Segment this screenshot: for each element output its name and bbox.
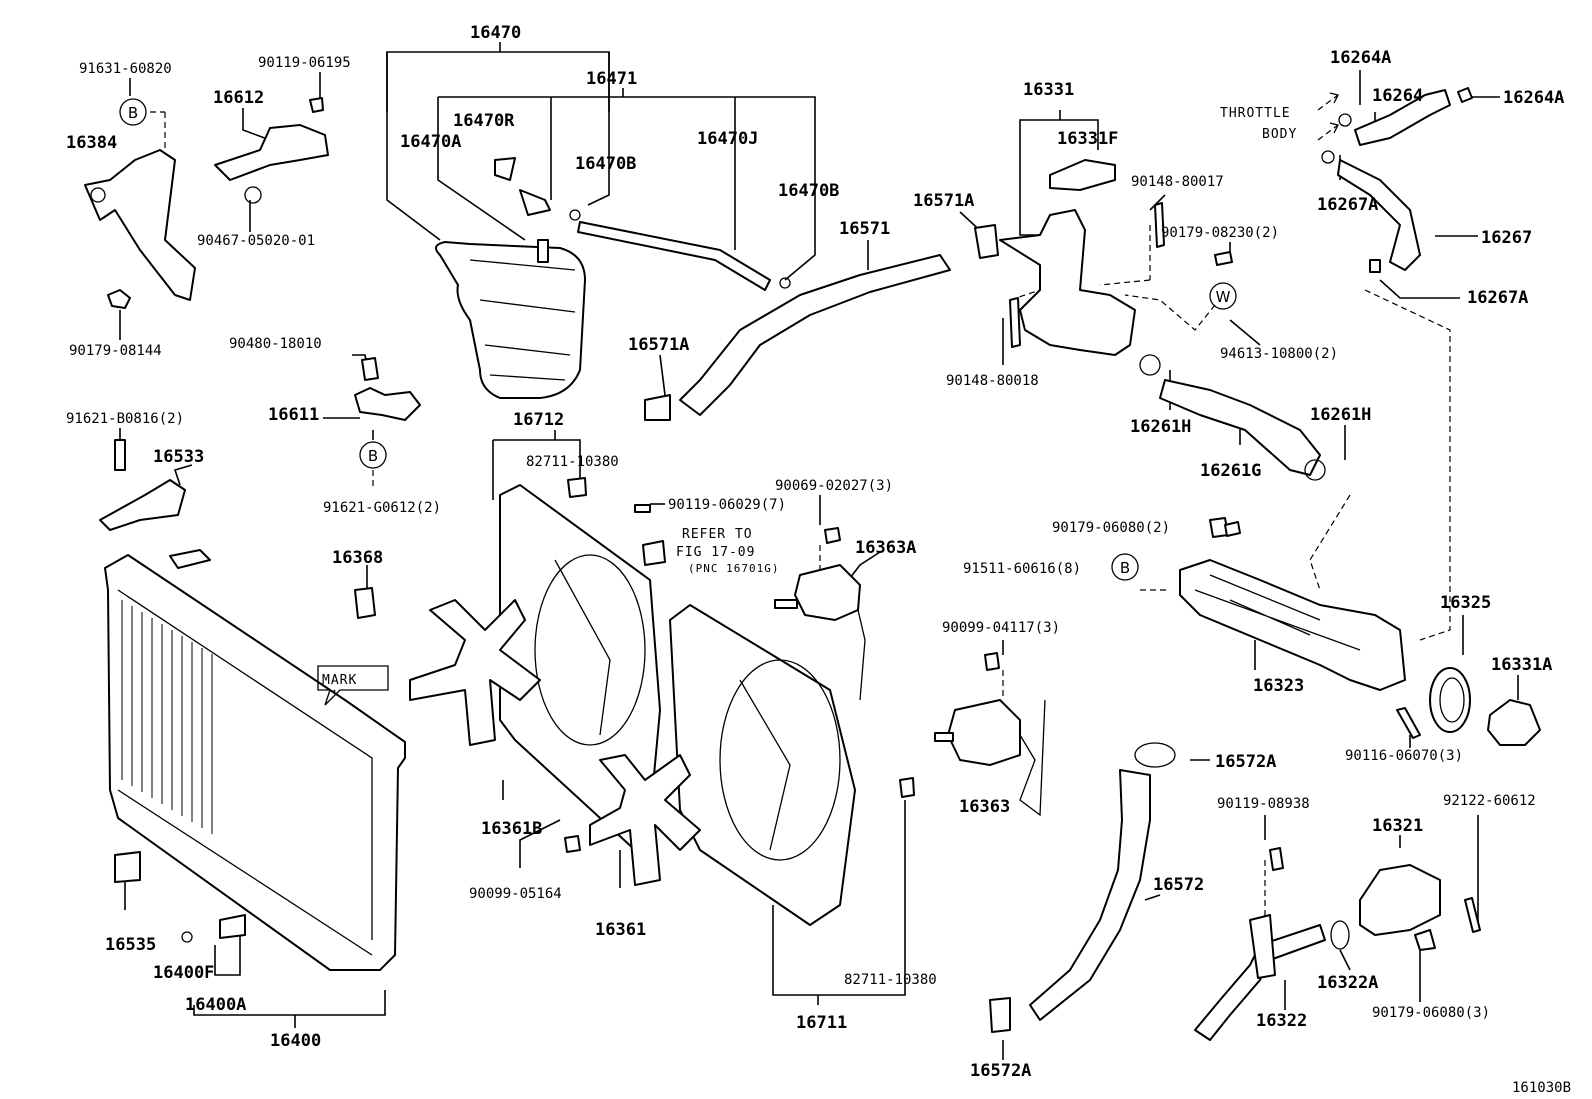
label-16384: 16384: [66, 133, 117, 153]
fan-16361: [589, 754, 701, 886]
label-16470R: 16470R: [453, 111, 515, 131]
label-16321: 16321: [1372, 816, 1423, 836]
label-16470B-1: 16470B: [575, 154, 636, 174]
label-16470A: 16470A: [400, 132, 461, 152]
label-16261H-2: 16261H: [1310, 405, 1371, 425]
water-inlet: [1359, 864, 1441, 936]
label-16323: 16323: [1253, 676, 1304, 696]
label-91511-60616: 91511-60616(8): [963, 561, 1081, 577]
label-16571: 16571: [839, 219, 890, 239]
upper-radiator-bracket: [84, 149, 196, 301]
label-16400: 16400: [270, 1031, 321, 1051]
label-16331A: 16331A: [1491, 655, 1552, 675]
water-bypass-pipe: [1159, 379, 1321, 476]
label-90148-80018: 90148-80018: [946, 373, 1039, 389]
mark-note: MARK: [322, 673, 357, 688]
label-16322A: 16322A: [1317, 973, 1378, 993]
label-16322: 16322: [1256, 1011, 1307, 1031]
label-16470B-2: 16470B: [778, 181, 839, 201]
label-16611: 16611: [268, 405, 319, 425]
label-90148-80017: 90148-80017: [1131, 174, 1224, 190]
label-16572A-1: 16572A: [1215, 752, 1276, 772]
radiator-core: [104, 554, 406, 971]
label-90119-08938: 90119-08938: [1217, 796, 1310, 812]
circle-w: W: [1216, 288, 1231, 306]
parts-artwork: [84, 87, 1541, 1041]
label-16471: 16471: [586, 69, 637, 89]
label-90179-06080-2: 90179-06080(2): [1052, 520, 1170, 536]
refer-note-line2: FIG 17-09: [676, 545, 755, 560]
label-90099-05164: 90099-05164: [469, 886, 562, 902]
label-16261H-1: 16261H: [1130, 417, 1191, 437]
circle-b-right: B: [1120, 559, 1130, 577]
label-90116-06070: 90116-06070(3): [1345, 748, 1463, 764]
label-16267A-2: 16267A: [1467, 288, 1528, 308]
label-16572A-2: 16572A: [970, 1061, 1031, 1081]
label-90179-08230: 90179-08230(2): [1161, 225, 1279, 241]
fan-shroud-lower: [669, 604, 856, 926]
label-16470J: 16470J: [697, 129, 758, 149]
label-16325: 16325: [1440, 593, 1491, 613]
reservoir-tank: [435, 241, 586, 399]
label-91631-60820: 91631-60820: [79, 61, 172, 77]
label-16264A-2: 16264A: [1503, 88, 1564, 108]
label-16571A-left: 16571A: [628, 335, 689, 355]
label-90119-06195: 90119-06195: [258, 55, 351, 71]
label-90179-08144: 90179-08144: [69, 343, 162, 359]
label-90119-06029: 90119-06029(7): [668, 497, 786, 513]
label-16400A: 16400A: [185, 995, 246, 1015]
label-16363A: 16363A: [855, 538, 916, 558]
circle-markers: B B B W: [119, 98, 1237, 581]
label-91621-G0612: 91621-G0612(2): [323, 500, 441, 516]
label-16261G: 16261G: [1200, 461, 1261, 481]
label-90480-18010: 90480-18010: [229, 336, 322, 352]
label-16571A-top: 16571A: [913, 191, 974, 211]
circle-b-left: B: [128, 104, 138, 122]
label-16470: 16470: [470, 23, 521, 43]
label-16400F: 16400F: [153, 963, 214, 983]
label-16264: 16264: [1372, 86, 1423, 106]
label-16712: 16712: [513, 410, 564, 430]
label-16331: 16331: [1023, 80, 1074, 100]
label-94613-10800: 94613-10800(2): [1220, 346, 1338, 362]
circle-b-mid: B: [368, 447, 378, 465]
label-90467-05020-01: 90467-05020-01: [197, 233, 315, 249]
label-16533: 16533: [153, 447, 204, 467]
water-inlet-pipe: [1194, 924, 1326, 1041]
label-16368: 16368: [332, 548, 383, 568]
label-16361: 16361: [595, 920, 646, 940]
refer-note-line1: REFER TO: [682, 527, 753, 542]
label-16361B: 16361B: [481, 819, 542, 839]
label-91621-B0816: 91621-B0816(2): [66, 411, 184, 427]
label-16363: 16363: [959, 797, 1010, 817]
label-16711: 16711: [796, 1013, 847, 1033]
label-16612: 16612: [213, 88, 264, 108]
figure-id: 161030B: [1512, 1080, 1571, 1096]
throttle-note-line2: BODY: [1262, 127, 1297, 142]
label-82711-10380-top: 82711-10380: [526, 454, 619, 470]
label-16264A-1: 16264A: [1330, 48, 1391, 68]
refer-note-line3: (PNC 16701G): [688, 562, 779, 575]
upper-hose: [679, 254, 951, 416]
label-92122-60612: 92122-60612: [1443, 793, 1536, 809]
label-16267: 16267: [1481, 228, 1532, 248]
label-90069-02027: 90069-02027(3): [775, 478, 893, 494]
water-outlet: [999, 209, 1136, 356]
leader-lines: [119, 42, 1519, 1060]
label-82711-10380-bot: 82711-10380: [844, 972, 937, 988]
part-labels: 16470 16471 16470R 16470A 16470B 16470J …: [66, 23, 1564, 1081]
label-16331F: 16331F: [1057, 129, 1118, 149]
label-16267A-1: 16267A: [1317, 195, 1378, 215]
throttle-note-line1: THROTTLE: [1220, 106, 1291, 121]
label-90099-04117: 90099-04117(3): [942, 620, 1060, 636]
label-16572: 16572: [1153, 875, 1204, 895]
label-16535: 16535: [105, 935, 156, 955]
fan-16361B: [409, 599, 541, 746]
label-90179-06080-3: 90179-06080(3): [1372, 1005, 1490, 1021]
lower-hose: [1029, 769, 1151, 1021]
